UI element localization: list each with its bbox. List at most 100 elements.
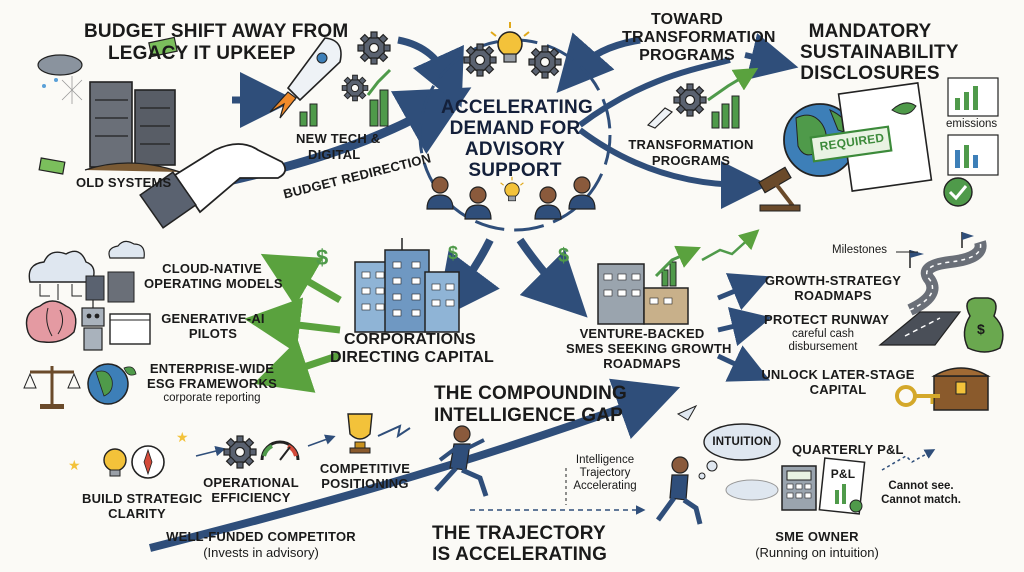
dollar-sign-icon: $ [558, 245, 570, 267]
runner-icon [655, 456, 703, 525]
smes-title-line2: SMEs SEEKING GROWTH [566, 341, 732, 356]
gear-icon [463, 43, 497, 77]
compass-icon [131, 445, 165, 479]
to-corporations-arrow [435, 238, 500, 321]
to-mandatory-arrow [744, 33, 799, 80]
intuition-thought-bubble [698, 423, 781, 501]
transformation-label-line2: PROGRAMS [651, 153, 731, 168]
step-arrow [195, 445, 226, 457]
competitive-positioning-line2: POSITIONING [321, 476, 409, 491]
protect-runway-title: PROTECT RUNWAY [764, 312, 890, 327]
center-title-line4: SUPPORT [468, 160, 562, 181]
cloud-icon [28, 240, 145, 303]
competitor-trajectory-arrow [149, 378, 681, 552]
genai-line1: GENERATIVE-AI [161, 311, 265, 326]
paper-plane-icon [676, 404, 698, 421]
road-icon [907, 232, 987, 316]
rocket-icon [646, 107, 674, 129]
handshake-hand-icon [139, 143, 287, 229]
milestones-label: Milestones [832, 244, 887, 256]
mandatory-title-line1: MANDATORY [808, 21, 932, 42]
operational-efficiency-line1: OPERATIONAL [203, 475, 299, 490]
quarterly-pl-label: QUARTERLY P&L [792, 442, 904, 457]
unlock-capital-line1: UNLOCK LATER-STAGE [761, 367, 915, 382]
mandatory-title-line2: SUSTAINABILITY [800, 42, 959, 63]
cloud-native-line1: CLOUD-NATIVE [162, 261, 262, 276]
to-growth-arrow [717, 273, 771, 311]
top-right-swirl-arrow [556, 32, 641, 93]
to-genai-arrow [244, 297, 341, 354]
fork-lower-arrow [578, 127, 769, 209]
trajectory-title-line1: THE TRAJECTORY [432, 523, 606, 544]
esg-subtitle: corporate reporting [163, 392, 261, 404]
growth-strategy-line1: GROWTH-STRATEGY [764, 273, 902, 288]
money-bag-dollar: $ [977, 321, 985, 337]
new-tech-label-line1: NEW TECH & [296, 131, 381, 146]
growth-bars-icon [299, 68, 392, 127]
to-unlock-arrow [716, 345, 771, 382]
dollar-sign-icon: $ [448, 243, 459, 263]
advisor-person-icon [464, 186, 492, 220]
checkmark-icon [943, 177, 973, 207]
growth-strategy-line2: ROADMAPS [794, 288, 872, 303]
building-icon [597, 245, 701, 325]
pl-document-icon [818, 457, 866, 515]
budget-shift-title-line2: LEGACY IT UPKEEP [108, 43, 296, 64]
mini-growth-line-icon [701, 229, 760, 262]
gear-icon [673, 83, 707, 117]
genai-line2: PILOTS [188, 326, 238, 341]
trajectory-title-line2: IS ACCELERATING [432, 544, 608, 565]
corporations-title-line2: DIRECTING CAPITAL [330, 349, 494, 366]
sme-owner-line1: SME OWNER [775, 529, 859, 544]
protect-runway-sub2: disbursement [788, 341, 858, 353]
required-stamp [809, 125, 893, 163]
key-icon [895, 385, 940, 407]
to-smes-arrow [516, 237, 588, 318]
intelligence-gap-line1: THE COMPOUNDING [434, 383, 627, 404]
sme-owner-line2: (Running on intuition) [755, 545, 879, 560]
competitor-label-line1: WELL-FUNDED COMPETITOR [166, 529, 356, 544]
mandatory-title-line3: DISCLOSURES [800, 63, 940, 84]
competitor-label-line2: (Invests in advisory) [203, 545, 319, 560]
treasure-chest-icon [931, 367, 991, 411]
emissions-chart-icon [947, 77, 999, 176]
runway-icon [878, 311, 962, 346]
protect-runway-sub1: careful cash [791, 328, 854, 340]
smes-title-line3: ROADMAPS [603, 356, 681, 371]
gear-icon [223, 435, 257, 469]
to-cloud-arrow [260, 253, 342, 307]
flag-ribbon [377, 424, 411, 439]
gavel-icon [758, 166, 801, 212]
center-title-line3: ADVISORY [464, 139, 566, 160]
build-clarity-line2: CLARITY [108, 506, 166, 521]
star-decoration: ★ [68, 457, 81, 473]
scales-icon [23, 366, 81, 409]
corporations-title-line1: CORPORATIONS [344, 331, 476, 348]
intuition-label: INTUITION [712, 436, 772, 448]
gear-icon [528, 45, 562, 79]
emissions-label: emissions [946, 118, 998, 130]
gear-icon [341, 74, 369, 102]
brain-icon [25, 300, 77, 343]
advisor-person-icon [534, 186, 562, 220]
globe-icon [87, 363, 137, 405]
trophy-icon [347, 413, 373, 454]
toward-label-line3: PROGRAMS [639, 47, 735, 64]
runner-icon [434, 425, 489, 497]
money-bag-icon [963, 297, 1004, 353]
old-systems-label: OLD SYSTEMS [76, 175, 172, 190]
build-clarity-line1: BUILD STRATEGIC [82, 491, 203, 506]
to-esg-arrow [253, 339, 342, 393]
budget-shift-title-line1: BUDGET SHIFT AWAY FROM [84, 21, 349, 42]
new-tech-label-line2: DIGITAL [308, 147, 361, 162]
center-title-line2: DEMAND FOR [449, 118, 581, 139]
toward-label-line2: TRANSFORMATION [622, 29, 776, 46]
building-icon [354, 238, 460, 333]
top-swirl-arrow [397, 36, 464, 108]
growth-bars-icon [707, 67, 759, 129]
cannot-see-line2: Cannot match. [881, 494, 961, 506]
dotted-trend-icon [881, 449, 936, 471]
transformation-label-line1: TRANSFORMATION [628, 137, 754, 152]
unlock-capital-line2: CAPITAL [809, 382, 867, 397]
